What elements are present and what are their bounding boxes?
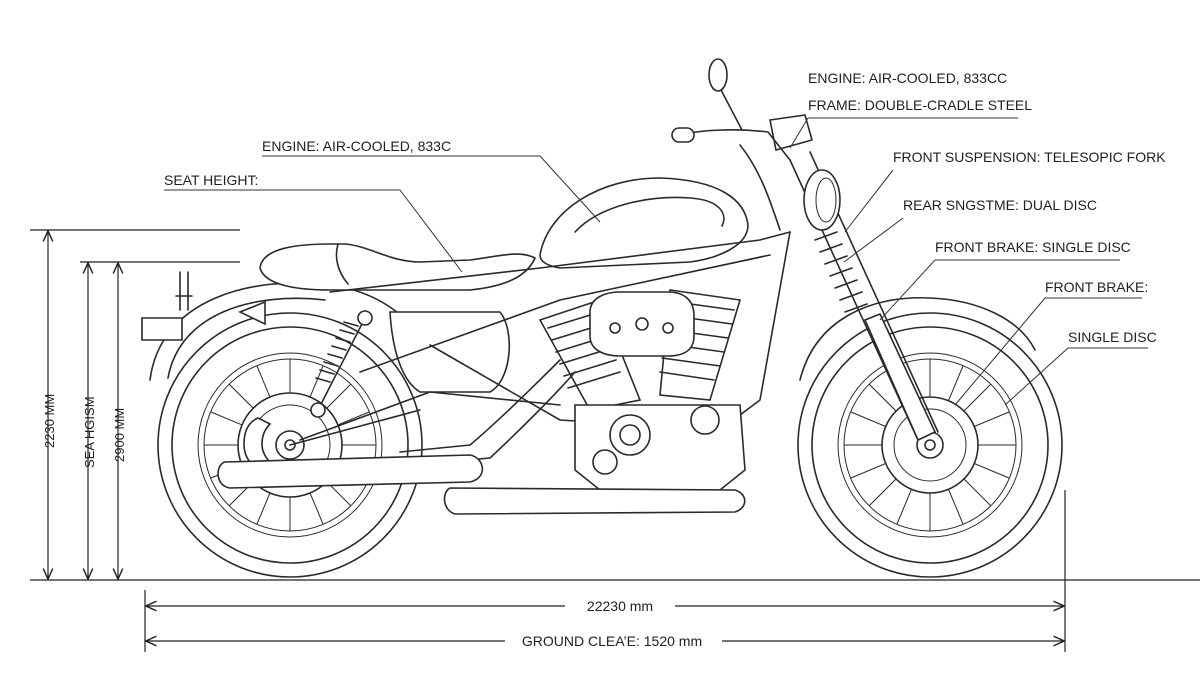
primary-cover: [609, 414, 651, 456]
label-single-disc: SINGLE DISC: [1068, 329, 1157, 345]
fuel-tank: [539, 177, 749, 269]
label-ground-clearance: GROUND CLEA’E: 1520 mm: [522, 633, 702, 649]
rear-fender: [149, 282, 426, 381]
label-engine-top: ENGINE: AIR-COOLED, 833CC: [808, 70, 1007, 86]
swingarm: [289, 409, 421, 446]
label-height-2: 2900 MM: [112, 408, 127, 462]
rear-brake-leader: [843, 217, 904, 263]
headlight: [803, 169, 841, 231]
mirror-stem: [719, 87, 743, 131]
license-bracket: [175, 271, 193, 311]
exhaust: [217, 359, 746, 515]
motorcycle: [141, 58, 1063, 578]
label-engine-left: ENGINE: AIR-COOLED, 833C: [262, 138, 451, 154]
mirror: [708, 58, 728, 92]
front-suspension-leader: [844, 169, 894, 233]
single-disc-leader: [1004, 347, 1069, 406]
rear-shock: [310, 310, 373, 418]
tail-light: [141, 317, 183, 341]
frame-top: [329, 231, 791, 293]
dimension-lines: [30, 229, 1200, 652]
engine-leader: [262, 155, 601, 223]
seat-leader: [164, 189, 463, 273]
label-overall-height: 2230 MM: [42, 394, 57, 448]
muffler: [217, 454, 484, 489]
engine: [538, 289, 746, 491]
turn-signal: [238, 300, 266, 326]
front-brake-leader: [879, 259, 936, 321]
label-seat-height: SEAT HEIGHT:: [164, 172, 258, 188]
label-frame: FRAME: DOUBLE-CRADLE STEEL: [808, 97, 1032, 113]
label-rear-brake: REAR SNGSTME: DUAL DISC: [903, 197, 1097, 213]
front-brake-2-leader: [954, 297, 1046, 406]
label-length: 22230 mm: [587, 598, 653, 614]
labels: ENGINE: AIR-COOLED, 833CC FRAME: DOUBLE-…: [42, 70, 1166, 649]
label-front-brake-1: FRONT BRAKE: SINGLE DISC: [935, 239, 1131, 255]
leader-lines: [164, 117, 1148, 406]
seat: [259, 243, 537, 291]
grip: [671, 127, 695, 143]
gauge: [769, 114, 813, 152]
label-front-suspension: FRONT SUSPENSION: TELESOPIC FORK: [893, 149, 1166, 165]
front-fender: [799, 296, 1036, 381]
lower-pipe: [443, 487, 746, 515]
side-cover: [389, 311, 511, 393]
front-wheel: [797, 312, 1063, 578]
label-front-brake-2: FRONT BRAKE:: [1045, 279, 1148, 295]
label-seat-height-vertical: SEA HGISM: [82, 396, 97, 468]
